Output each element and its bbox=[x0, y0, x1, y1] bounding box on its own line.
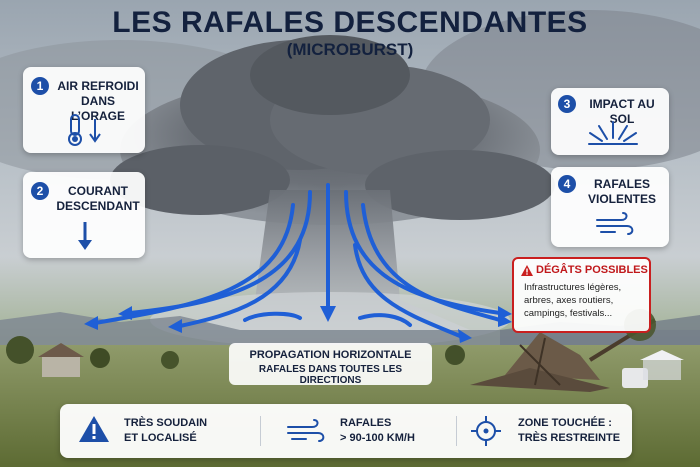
van bbox=[622, 368, 648, 388]
step-title-1: AIR REFROIDI DANS L’ORAGE bbox=[53, 79, 143, 124]
summary-item-2-line2: > 90-100 KM/H bbox=[340, 432, 415, 444]
arrow-head bbox=[498, 313, 512, 327]
storm-cloud bbox=[110, 145, 290, 215]
tree bbox=[445, 345, 465, 365]
summary-item-2: RAFALES > 90-100 KM/H bbox=[340, 416, 415, 446]
tree bbox=[161, 351, 179, 369]
debris bbox=[534, 337, 546, 386]
step-card-1: 1 AIR REFROIDI DANS L’ORAGE bbox=[23, 67, 145, 153]
propagation-label: PROPAGATION HORIZONTALE RAFALES DANS TOU… bbox=[229, 343, 432, 386]
summary-item-2-line1: RAFALES bbox=[340, 417, 392, 429]
step-card-2: 2 COURANT DESCENDANT bbox=[23, 172, 145, 258]
step-title-4-line2: VIOLENTES bbox=[587, 192, 656, 206]
damage-title: DÉGÂTS POSSIBLES bbox=[536, 264, 648, 276]
arrow-right-1 bbox=[344, 190, 502, 315]
damage-line1: Infrastructures légères, bbox=[524, 282, 622, 293]
step-card-3: 3 IMPACT AU SOL bbox=[551, 88, 669, 155]
step-title-1-line1: AIR REFROIDI bbox=[57, 79, 139, 93]
arrow-ground-left bbox=[243, 311, 302, 322]
arrow-head bbox=[320, 306, 336, 322]
arrow-left-3 bbox=[178, 238, 302, 328]
step-title-2-line1: COURANT bbox=[68, 184, 128, 198]
warning-icon bbox=[521, 265, 533, 276]
step-title-1-line2: DANS L’ORAGE bbox=[70, 94, 125, 123]
page-subtitle: (MICROBURST) bbox=[286, 40, 414, 59]
step-title-3: IMPACT AU SOL bbox=[579, 97, 665, 127]
step-card-4: 4 RAFALES VIOLENTES bbox=[551, 167, 669, 247]
step-number-3: 3 bbox=[558, 95, 576, 113]
wind-gust-icon bbox=[287, 419, 325, 442]
damage-alert: DÉGÂTS POSSIBLES Infrastructures légères… bbox=[512, 257, 651, 333]
tree bbox=[6, 336, 34, 364]
arrow-heads bbox=[84, 306, 512, 343]
debris bbox=[470, 368, 610, 392]
storm-cloud bbox=[250, 35, 410, 115]
step-title-3-line1: IMPACT AU SOL bbox=[589, 97, 655, 126]
house bbox=[42, 355, 80, 377]
step-title-4: RAFALES VIOLENTES bbox=[579, 177, 665, 207]
summary-item-3-line1: ZONE TOUCHÉE : bbox=[518, 417, 612, 429]
arrow-ground-right bbox=[358, 313, 412, 327]
summary-item-1: TRÈS SOUDAIN ET LOCALISÉ bbox=[124, 416, 207, 446]
arrow-head bbox=[84, 316, 98, 330]
tent bbox=[640, 350, 684, 360]
summary-item-3-line2: TRÈS RESTREINTE bbox=[518, 432, 621, 444]
arrow-head bbox=[168, 319, 182, 333]
arrow-head bbox=[458, 329, 472, 343]
damage-line3: campings, festivals... bbox=[524, 308, 613, 319]
warning-triangle-icon bbox=[79, 416, 109, 442]
damage-text: Infrastructures légères, arbres, axes ro… bbox=[524, 281, 644, 320]
step-title-2: COURANT DESCENDANT bbox=[53, 184, 143, 214]
summary-item-1-line2: ET LOCALISÉ bbox=[124, 432, 197, 444]
arrow-head bbox=[118, 306, 132, 320]
damage-line2: arbres, axes routiers, bbox=[524, 295, 614, 306]
thermometer-down-icon bbox=[68, 114, 101, 146]
impact-rays-icon bbox=[588, 121, 638, 145]
step-title-2-line2: DESCENDANT bbox=[56, 199, 140, 213]
propagation-line2: RAFALES DANS TOUTES LES DIRECTIONS bbox=[258, 364, 403, 386]
step-number-4: 4 bbox=[558, 175, 576, 193]
wind-icon bbox=[596, 212, 634, 235]
downburst-arrows bbox=[93, 183, 502, 338]
arrow-right-3 bbox=[353, 243, 462, 338]
arrow-down-icon bbox=[78, 222, 92, 250]
divider bbox=[260, 416, 261, 446]
step-number-2: 2 bbox=[31, 182, 49, 200]
step-number-1: 1 bbox=[31, 77, 49, 95]
summary-bar: TRÈS SOUDAIN ET LOCALISÉ RAFALES > 90-10… bbox=[60, 404, 632, 458]
house-roof bbox=[38, 343, 84, 357]
step-title-4-line1: RAFALES bbox=[593, 177, 650, 191]
arrow-left-2 bbox=[93, 203, 295, 325]
propagation-line1: PROPAGATION HORIZONTALE bbox=[249, 349, 412, 361]
page-title: LES RAFALES DESCENDANTES bbox=[112, 6, 588, 39]
storm-cloud bbox=[365, 150, 555, 220]
summary-item-3: ZONE TOUCHÉE : TRÈS RESTREINTE bbox=[518, 416, 620, 446]
summary-item-1-line1: TRÈS SOUDAIN bbox=[124, 417, 208, 429]
divider bbox=[456, 416, 457, 446]
destroyed-barn bbox=[505, 332, 600, 380]
tree bbox=[90, 348, 110, 368]
tent bbox=[643, 360, 681, 380]
arrow-right-2 bbox=[361, 203, 502, 322]
target-icon bbox=[471, 416, 501, 446]
